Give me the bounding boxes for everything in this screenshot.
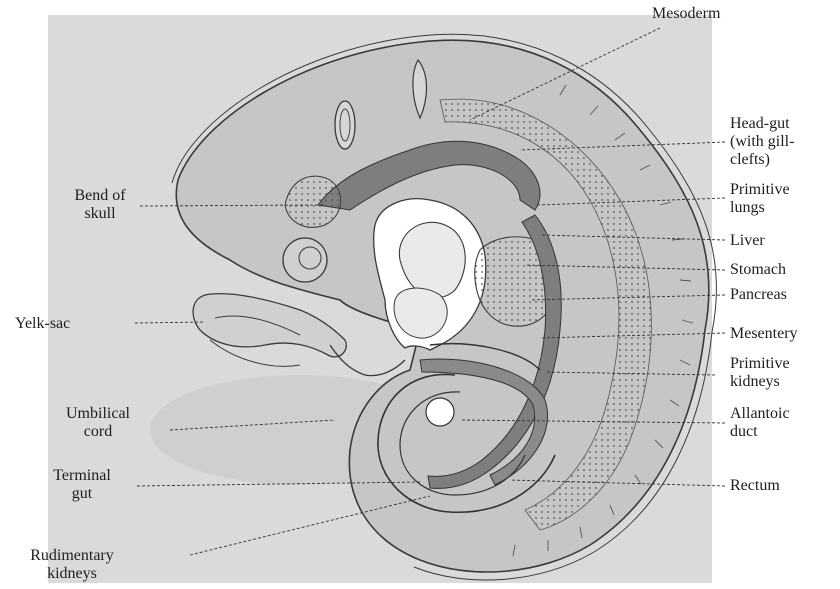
label-pancreas: Pancreas	[730, 286, 787, 304]
allantois	[426, 398, 454, 426]
label-allantoic-duct: Allantoic duct	[730, 405, 790, 441]
label-mesoderm: Mesoderm	[652, 5, 720, 23]
label-rudimentary-kidneys: Rudimentary kidneys	[2, 547, 142, 583]
label-primitive-kidneys: Primitive kidneys	[730, 355, 790, 391]
label-terminal-gut: Terminal gut	[32, 467, 132, 503]
label-yelk-sac: Yelk-sac	[15, 315, 135, 333]
label-umbilical-cord: Umbilical cord	[38, 405, 158, 441]
label-liver: Liver	[730, 232, 765, 250]
label-bend-of-skull: Bend of skull	[60, 187, 140, 223]
label-rectum: Rectum	[730, 477, 780, 495]
label-stomach: Stomach	[730, 261, 786, 279]
neural-vesicle	[335, 101, 355, 149]
label-primitive-lungs: Primitive lungs	[730, 181, 790, 217]
label-mesentery: Mesentery	[730, 325, 798, 343]
label-head-gut: Head-gut (with gill- clefts)	[730, 115, 794, 169]
